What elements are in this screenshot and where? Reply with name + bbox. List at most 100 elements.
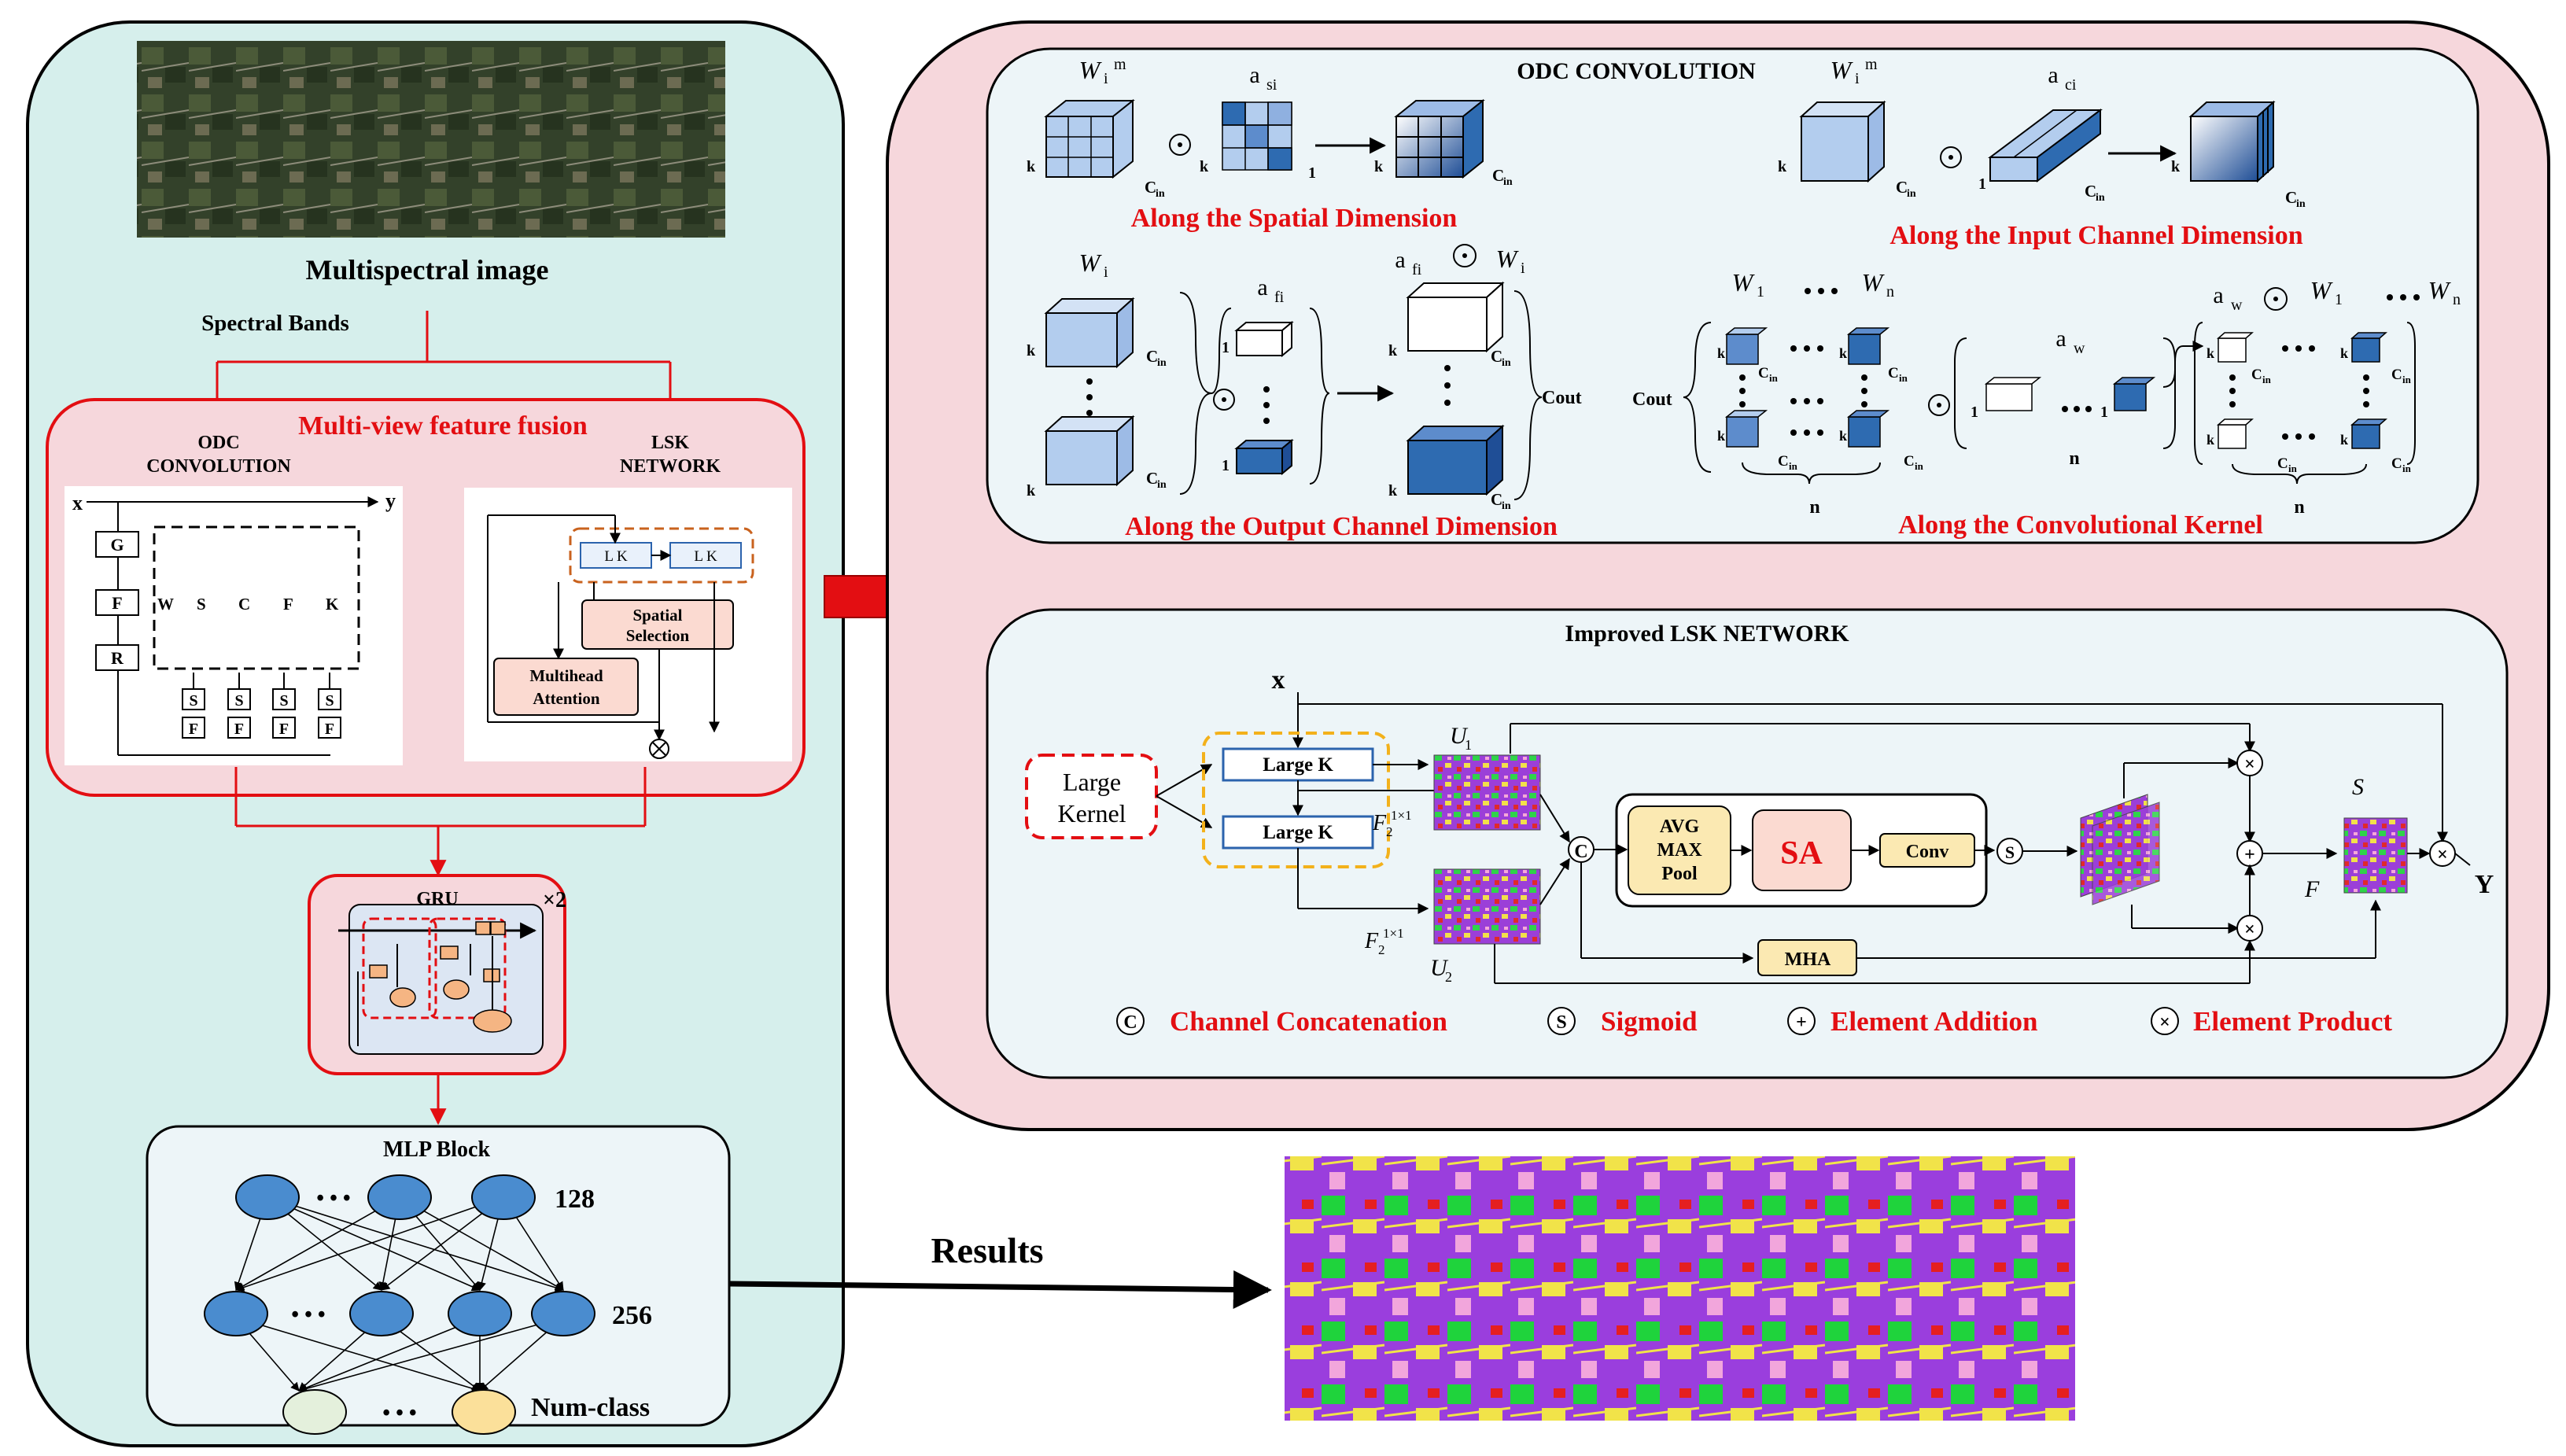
ic-cin1-sub: in [1907, 188, 1916, 200]
sp-a-sub: si [1266, 76, 1277, 94]
kernel-caption: Along the Convolutional Kernel [1898, 511, 2263, 540]
odc-title: ODC CONVOLUTION [1517, 58, 1756, 84]
oc-cin2-sub: in [1157, 479, 1167, 491]
sf-f2: F [234, 721, 244, 738]
sf-f4: F [325, 721, 334, 738]
mlp-layer-256: 256 [612, 1301, 652, 1330]
oc-a: a [1257, 275, 1267, 300]
kn-cin6-sub: in [2402, 374, 2412, 385]
output-caption: Along the Output Channel Dimension [1125, 512, 1558, 541]
odc-x: x [72, 492, 83, 514]
sp-W: W [1079, 56, 1103, 84]
lsk-mini-diagram: L K L K Spatial Selection Multihead Atte… [464, 488, 792, 761]
sp-cin2-sub: in [1503, 176, 1513, 188]
lsk-mini-lk2: L K [694, 548, 717, 565]
kn-n2: n [2069, 448, 2079, 469]
legend-text-2: Element Addition [1830, 1006, 2038, 1037]
lsk-mini-spatial-1: Spatial [632, 606, 682, 625]
fusion-to-gru-arrows [234, 767, 647, 877]
mlp-title: MLP Block [383, 1137, 491, 1162]
oc-W2: W [1496, 245, 1520, 273]
legend-symbol-1: S [1556, 1012, 1566, 1033]
kn-one2: 1 [2100, 404, 2108, 421]
kn-W1-sub: 1 [1757, 283, 1764, 300]
oc-W2-sub: i [1521, 260, 1525, 277]
add-1: + [2244, 845, 2255, 865]
ic-one: 1 [1978, 175, 1986, 193]
ic-k1: k [1778, 158, 1787, 175]
sp-cin2: C [1492, 166, 1504, 185]
results-label: Results [931, 1230, 1043, 1270]
kn-a: a [2055, 326, 2066, 352]
kn-one1: 1 [1971, 404, 1978, 421]
odc-y: y [385, 489, 396, 512]
oc-k1: k [1027, 342, 1036, 359]
lsk-x: x [1272, 665, 1285, 695]
sp-k3: k [1374, 158, 1384, 175]
sigmoid-symbol: S [2005, 842, 2015, 862]
large-kernel-2: Kernel [1057, 799, 1126, 828]
f1x1-label-2: F [1364, 929, 1379, 953]
image-title: Multispectral image [306, 254, 549, 286]
u1-label: U [1450, 723, 1469, 749]
op-s: S [197, 595, 206, 614]
f-label: F [2304, 876, 2320, 902]
ic-cin1: C [1896, 178, 1908, 197]
ic-cin2-sub: in [2096, 192, 2105, 204]
odc-output-section: W i a fi a fi W i k k k k 1 1 C in C in … [1027, 244, 1582, 541]
sp-one: 1 [1308, 164, 1316, 182]
kn-k6: k [2207, 432, 2214, 448]
sa-label: SA [1780, 835, 1823, 872]
kn-k8: k [2340, 432, 2348, 448]
kn-k2: k [1717, 428, 1725, 444]
oc-cin2: C [1146, 469, 1158, 488]
oc-cin1-sub: in [1157, 357, 1167, 369]
kn-cin1: C [1758, 365, 1769, 382]
f1x1-sup-2: 1×1 [1383, 926, 1404, 941]
oc-a2-sub: fi [1412, 261, 1422, 278]
kn-W1: W [1732, 268, 1756, 297]
kn-k1: k [1717, 345, 1725, 361]
kn-cin3: C [1778, 453, 1789, 470]
oc-a-sub: fi [1274, 289, 1285, 306]
lsk-title: Improved LSK NETWORK [1565, 621, 1849, 647]
lsk-label-2: NETWORK [620, 456, 721, 477]
band-split-arrows [208, 311, 679, 419]
kn-cin2: C [1888, 365, 1899, 382]
oc-k3: k [1388, 342, 1398, 359]
sp-W-sup: m [1114, 56, 1126, 73]
kn-cin1-sub: in [1769, 372, 1779, 384]
lsk-legend: C Channel Concatenation S Sigmoid + Elem… [1116, 1006, 2392, 1037]
kn-k4: k [1839, 428, 1847, 444]
large-k-2: Large K [1263, 822, 1333, 843]
odc-input-section: W i m a ci k k 1 C in C in C in Along th… [1778, 56, 2306, 250]
pool-max: MAX [1657, 840, 1702, 861]
ic-k2: k [2171, 158, 2181, 175]
sf-s1: S [189, 692, 197, 710]
f1x1-sub-1: 2 [1386, 824, 1393, 839]
pool-pool: Pool [1661, 864, 1698, 884]
sp-cin1: C [1145, 178, 1156, 197]
oc-cin4: C [1491, 490, 1502, 509]
u1-sub: 1 [1465, 737, 1472, 753]
prod-1: × [2244, 754, 2255, 775]
lsk-y: Y [2475, 870, 2494, 899]
classification-result-map [1285, 1156, 2075, 1421]
lsk-mini-lk1: L K [604, 548, 628, 565]
f1x1-label-1: F [1372, 811, 1387, 835]
kn-Wnb-sub: n [2453, 291, 2461, 308]
kn-cin8-sub: in [2402, 463, 2412, 474]
kn-cin8: C [2391, 455, 2402, 472]
kn-cin6: C [2391, 367, 2402, 383]
sp-k2: k [1200, 158, 1209, 175]
kn-cin7: C [2277, 455, 2288, 472]
lsk-mini-mha-1: Multihead [529, 666, 603, 685]
legend-text-1: Sigmoid [1601, 1006, 1698, 1037]
odc-mini-diagram: x y G F R W S C F K S F S F S F S F [65, 486, 403, 765]
oc-cin1: C [1146, 347, 1158, 366]
kn-cin7-sub: in [2288, 463, 2298, 474]
sf-f1: F [189, 721, 198, 738]
ic-W-sup: m [1865, 56, 1878, 73]
mlp-ellipsis-1: • • • [316, 1186, 350, 1211]
ic-cin3: C [2285, 188, 2297, 207]
